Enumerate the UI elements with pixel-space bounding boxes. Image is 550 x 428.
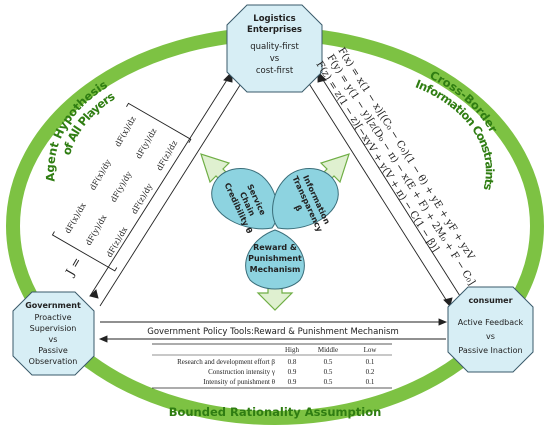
government-line4: Observation <box>29 357 78 366</box>
table-cell: 0.9 <box>288 378 297 386</box>
consumer-vs: vs <box>486 332 495 341</box>
jacobian-cell: dF(y)/dx <box>84 213 109 247</box>
policy-table: High Middle Low Research and development… <box>152 343 392 389</box>
petal-reward-punishment <box>245 229 305 290</box>
petal-reward-line1: Reward & <box>253 243 297 252</box>
jacobian-label: J = <box>62 255 84 280</box>
jacobian-cell: dF(z)/dz <box>155 139 179 172</box>
svg-text:β: β <box>293 204 304 213</box>
logistics-vs: vs <box>270 54 280 64</box>
jacobian-cell: dF(x)/dx <box>63 201 88 235</box>
table-cell: 0.8 <box>288 358 297 366</box>
government-line3: Passive <box>38 346 68 355</box>
triangle-arrows <box>89 70 461 343</box>
table-cell: Construction intensity γ <box>208 368 275 376</box>
table-cell: 0.5 <box>324 368 333 376</box>
jacobian-cell: dF(x)/dy <box>88 158 113 192</box>
table-cell: 0.2 <box>366 368 375 376</box>
government-node: Government Proactive Supervision vs Pass… <box>12 291 95 376</box>
government-line1: Proactive <box>34 313 71 322</box>
government-title: Government <box>25 301 81 310</box>
equation-fx: F(x) = x(1 − x)[(C₀ − C₀)(1 − θ) + yE + … <box>335 46 476 263</box>
logistics-strategy-b: cost-first <box>256 66 294 76</box>
policy-title: Government Policy Tools:Reward & Punishm… <box>147 327 399 337</box>
jacobian-cell: dF(x)/dz <box>113 115 138 148</box>
logistics-title-line2: Enterprises <box>247 25 302 35</box>
logistics-enterprises-node: Logistics Enterprises quality-first vs c… <box>226 4 323 93</box>
table-cell: 0.9 <box>288 368 297 376</box>
logistics-title-line1: Logistics <box>253 14 295 24</box>
government-line2: Supervision <box>30 324 77 333</box>
table-header: Low <box>364 346 378 354</box>
logistics-strategy-a: quality-first <box>250 42 299 52</box>
table-cell: 0.5 <box>324 358 333 366</box>
table-cell: 0.1 <box>366 378 375 386</box>
petal-reward-line2: Punishment <box>248 254 302 263</box>
jacobian-cell: dF(z)/dy <box>130 182 155 216</box>
consumer-line2: Passive Inaction <box>458 346 522 355</box>
petal-reward-line3: Mechanism <box>250 265 301 274</box>
consumer-line1: Active Feedback <box>458 318 524 327</box>
jacobian-cell: dF(y)/dz <box>134 127 159 160</box>
petal-group <box>211 168 339 290</box>
table-cell: 0.1 <box>366 358 375 366</box>
table-cell: 0.5 <box>324 378 333 386</box>
government-vs: vs <box>49 335 58 344</box>
table-header: High <box>285 346 300 354</box>
consumer-node: consumer Active Feedback vs Passive Inac… <box>447 286 534 373</box>
arc-label-bottom: Bounded Rationality Assumption <box>169 405 382 419</box>
petal-information-transparency <box>272 168 339 230</box>
table-cell: Research and development effort β <box>177 358 275 366</box>
table-header: Middle <box>318 346 338 354</box>
table-cell: Intensity of punishment θ <box>203 378 275 386</box>
jacobian-cell: dF(y)/dy <box>109 170 134 204</box>
consumer-title: consumer <box>468 296 512 305</box>
